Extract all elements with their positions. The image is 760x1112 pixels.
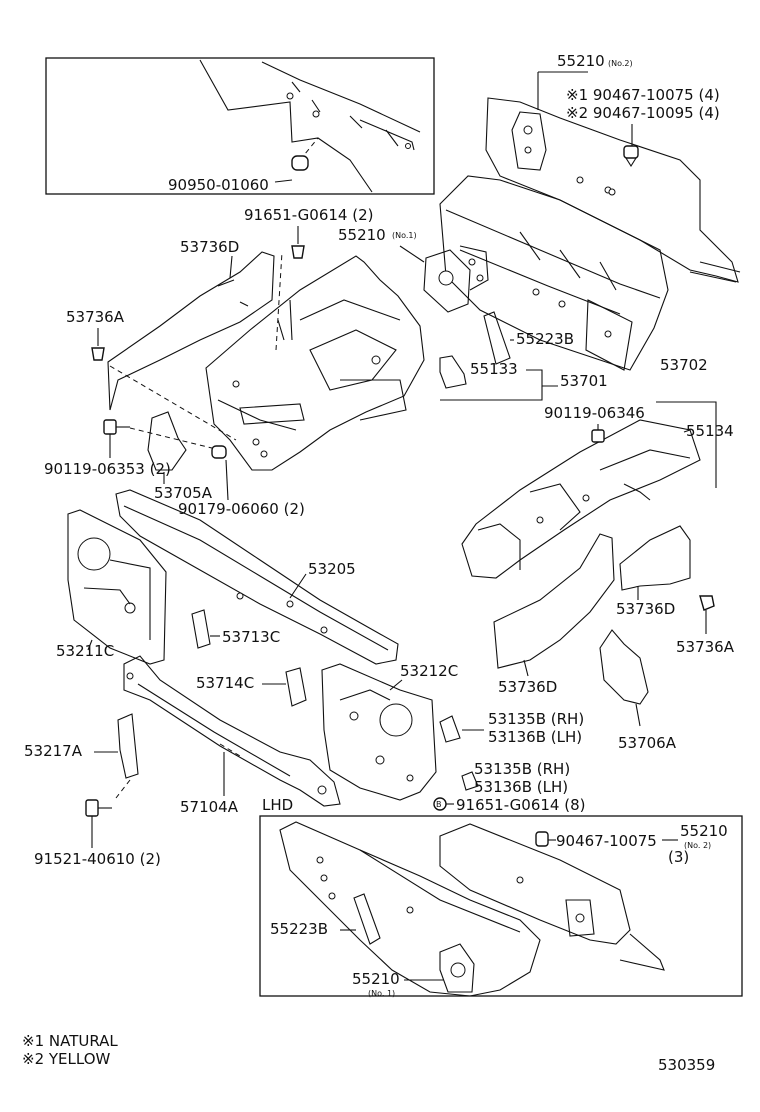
- apron-left-53701: [205, 255, 425, 471]
- label-53736d-b: 53736D: [616, 600, 675, 618]
- insulator-55223b: [483, 311, 511, 365]
- nut-90179-icon: [211, 445, 227, 459]
- note-natural: ※1 NATURAL: [22, 1032, 118, 1050]
- bolt-90119-06346-icon: [591, 429, 605, 443]
- clip-53736a-right-icon: [699, 595, 715, 611]
- label-90467-10095: ※2 90467-10095 (4): [566, 104, 720, 122]
- label-53736a-a: 53736A: [66, 308, 125, 326]
- bracket-53706a: [599, 629, 649, 705]
- bolt-91651-icon: [291, 245, 305, 259]
- bolt-90467-lhd-icon: [535, 831, 556, 847]
- label-53714c: 53714C: [196, 674, 254, 692]
- seal-53736d-upper: [107, 251, 275, 411]
- label-55210-lhd-no1-suffix: (No. 1): [368, 989, 395, 998]
- label-53736d-c: 53736D: [498, 678, 557, 696]
- label-91651-g0614-a: 91651-G0614 (2): [244, 206, 374, 224]
- bracket-53705a: [147, 411, 187, 471]
- clip-53135b-b: [461, 771, 479, 791]
- label-53705a: 53705A: [154, 484, 213, 502]
- panel-53211c: [67, 509, 167, 665]
- label-55210-no2: 55210: [557, 52, 605, 70]
- label-53736a-b: 53736A: [676, 638, 735, 656]
- clip-90467-icon: [623, 145, 639, 168]
- label-90119-06346: 90119-06346: [544, 404, 645, 422]
- label-lhd: LHD: [262, 796, 293, 814]
- label-91521-40610: 91521-40610 (2): [34, 850, 161, 868]
- label-53706a: 53706A: [618, 734, 677, 752]
- figure-id: 530359: [658, 1056, 715, 1074]
- inset-top-left: [45, 57, 435, 195]
- label-53136b-a: 53136B (LH): [488, 728, 582, 746]
- clip-53736a-icon: [91, 347, 105, 361]
- clip-53135b-a: [439, 715, 461, 743]
- label-55210-no1: 55210: [338, 226, 386, 244]
- label-91651-g0614-b: 91651-G0614 (8): [456, 796, 586, 814]
- label-90950: 90950-01060: [168, 176, 269, 194]
- label-53136b-b: 53136B (LH): [474, 778, 568, 796]
- label-55210-no2-suffix: (No.2): [608, 59, 633, 68]
- label-90119-06353: 90119-06353 (2): [44, 460, 171, 478]
- bolt-90119-06353-icon: [103, 419, 130, 435]
- dash-panel: [439, 175, 669, 371]
- bracket-55133: [439, 355, 467, 389]
- label-53211c: 53211C: [56, 642, 114, 660]
- label-90467-lhd: 90467-10075: [556, 832, 657, 850]
- b-mark-letter: B: [436, 800, 442, 809]
- label-90467-10075: ※1 90467-10075 (4): [566, 86, 720, 104]
- label-qty-3: (3): [668, 848, 689, 866]
- note-yellow: ※2 YELLOW: [22, 1050, 111, 1068]
- clip-90950-icon: [291, 155, 309, 171]
- cowl-53205: [115, 489, 399, 665]
- bracket-53217a: [117, 713, 139, 779]
- label-55134: 55134: [686, 422, 734, 440]
- seal-53736d-right: [619, 525, 691, 591]
- label-53701: 53701: [560, 372, 608, 390]
- label-55210-lhd-no1: 55210: [352, 970, 400, 988]
- label-53736d-a: 53736D: [180, 238, 239, 256]
- label-55223b-a: 55223B: [516, 330, 574, 348]
- label-53217a: 53217A: [24, 742, 83, 760]
- inset-lhd: [259, 815, 743, 997]
- panel-53212c: [321, 663, 437, 801]
- label-57104a: 57104A: [180, 798, 239, 816]
- clip-53713c: [191, 609, 211, 649]
- label-55210-lhd-suffix: (No. 2): [684, 841, 711, 850]
- label-53135b-b: 53135B (RH): [474, 760, 570, 778]
- label-55210-lhd: 55210: [680, 822, 728, 840]
- label-55133: 55133: [470, 360, 518, 378]
- clip-53714c: [285, 667, 307, 707]
- rail-57104a: [123, 655, 341, 807]
- bolt-91521-icon: [85, 799, 112, 817]
- label-55223b-b: 55223B: [270, 920, 328, 938]
- seal-53736d-lower: [493, 533, 615, 669]
- label-53135b-a: 53135B (RH): [488, 710, 584, 728]
- label-53702: 53702: [660, 356, 708, 374]
- label-90179: 90179-06060 (2): [178, 500, 305, 518]
- apron-right-53702: [461, 419, 701, 579]
- label-53205: 53205: [308, 560, 356, 578]
- label-55210-no1-suffix: (No.1): [392, 231, 417, 240]
- label-53212c: 53212C: [400, 662, 458, 680]
- label-53713c: 53713C: [222, 628, 280, 646]
- pad-55210-no1: [423, 245, 489, 313]
